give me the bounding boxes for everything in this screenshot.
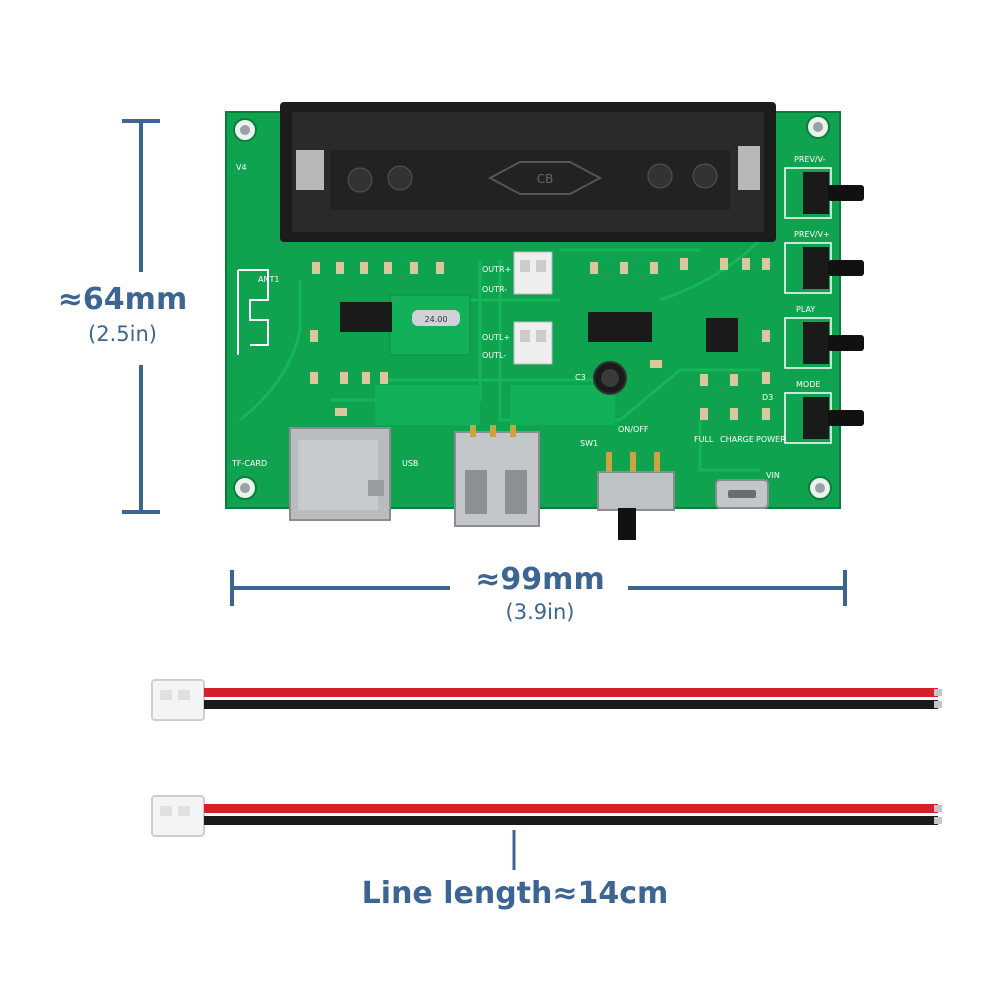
tactile-buttons	[784, 167, 864, 444]
button-prev-vminus-label: PREV/V-	[794, 155, 826, 164]
speaker-connector-left	[513, 321, 553, 365]
outl-plus-label: OUTL+	[482, 333, 510, 342]
outl-minus-label: OUTL-	[482, 351, 506, 360]
battery-holder: CB	[280, 102, 776, 242]
button-mode-label: MODE	[796, 380, 820, 389]
height-dimension-label: ≈64mm	[57, 282, 188, 317]
led-charge-label: CHARGE	[720, 435, 754, 444]
antenna	[237, 269, 269, 355]
led-power-label: POWER	[756, 435, 786, 444]
width-dimension-line	[230, 570, 847, 606]
speaker-cable-1	[151, 679, 942, 721]
led-ref: D3	[762, 393, 773, 402]
switch-ref: SW1	[580, 439, 598, 448]
power-switch	[597, 452, 675, 540]
outr-plus-label: OUTR+	[482, 265, 511, 274]
usb-port	[430, 425, 550, 527]
vin-label: VIN	[766, 471, 780, 480]
antenna-label: ANT1	[258, 275, 279, 284]
board-version: V4	[236, 163, 247, 172]
height-dimension-imperial: (2.5in)	[88, 322, 157, 346]
usb-label: USB	[402, 459, 418, 468]
tf-card-label: TF-CARD	[231, 459, 267, 468]
button-play-label: PLAY	[796, 305, 815, 314]
speaker-connector-right	[513, 251, 553, 295]
outr-minus-label: OUTR-	[482, 285, 507, 294]
led-full-label: FULL	[694, 435, 714, 444]
height-dimension-line	[122, 119, 160, 514]
cable-length-caption: Line length≈14cm	[361, 876, 669, 911]
switch-label: ON/OFF	[618, 425, 649, 434]
button-prev-vplus-label: PREV/V+	[794, 230, 830, 239]
vin-connector	[715, 479, 769, 509]
capacitor-ref: C3	[575, 373, 586, 382]
battery-mark: CB	[537, 172, 554, 186]
tf-card-slot	[289, 427, 391, 521]
capacitor	[593, 361, 627, 395]
speaker-cable-2	[151, 795, 942, 837]
ic-chips: 24.00	[340, 302, 738, 352]
width-dimension-label: ≈99mm	[475, 562, 605, 597]
width-dimension-imperial: (3.9in)	[505, 600, 575, 624]
smd-components	[310, 258, 770, 420]
crystal-label: 24.00	[425, 315, 448, 324]
